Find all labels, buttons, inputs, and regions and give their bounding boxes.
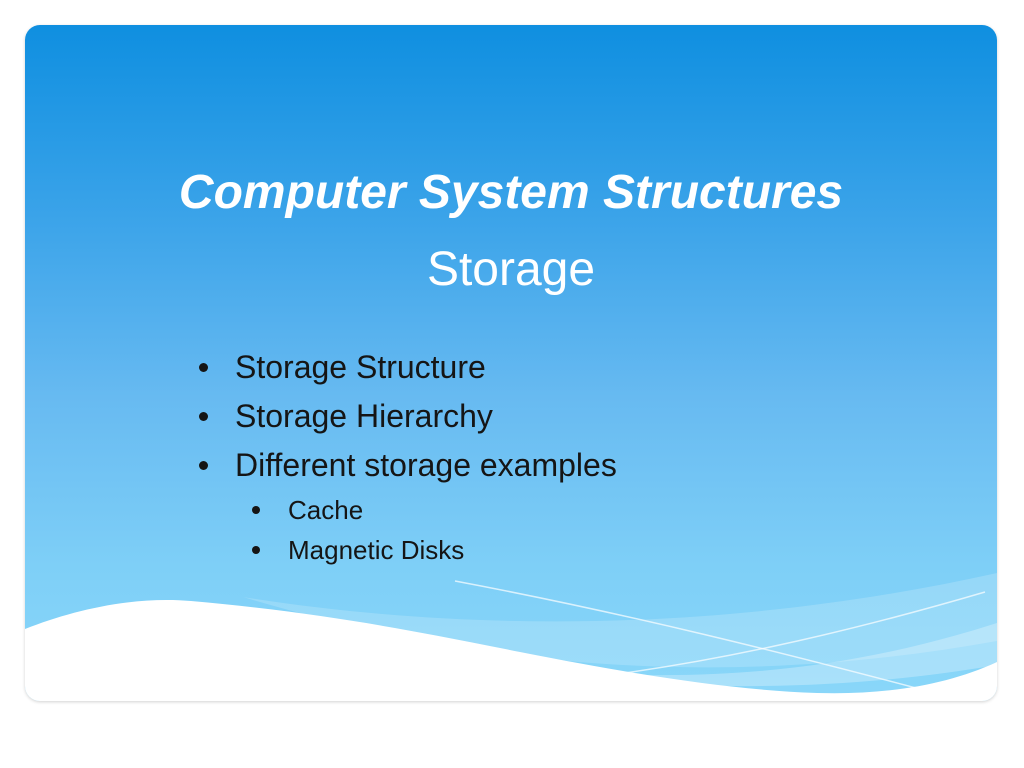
sub-bullet-label: Cache [288, 495, 364, 525]
bullet-label: Different storage examples [235, 447, 617, 483]
bullet-item-storage-structure: Storage Structure [198, 343, 617, 392]
slide: Computer System Structures Storage Stora… [25, 25, 997, 701]
sub-bullet-label: Magnetic Disks [288, 535, 465, 565]
bullet-item-different-storage-examples: Different storage examples Cache Magneti… [198, 441, 617, 570]
sub-bullet-item-cache: Cache [252, 490, 617, 530]
wave-white-foreground [25, 599, 997, 701]
slide-title: Computer System Structures Storage [25, 154, 997, 308]
wave-line-ascending [174, 591, 986, 694]
sub-bullet-list: Cache Magnetic Disks [252, 490, 617, 570]
sub-bullet-item-magnetic-disks: Magnetic Disks [252, 530, 617, 570]
wave-line-descending [454, 580, 951, 698]
title-line-1: Computer System Structures [178, 166, 844, 220]
bullet-label: Storage Structure [235, 349, 486, 385]
bullet-label: Storage Hierarchy [235, 398, 493, 434]
title-line-2: Storage [426, 243, 596, 297]
bullet-item-storage-hierarchy: Storage Hierarchy [198, 392, 617, 441]
wave-overlay-lighter [325, 623, 997, 687]
bullet-list: Storage Structure Storage Hierarchy Diff… [198, 343, 617, 570]
wave-overlay-light [243, 573, 997, 668]
